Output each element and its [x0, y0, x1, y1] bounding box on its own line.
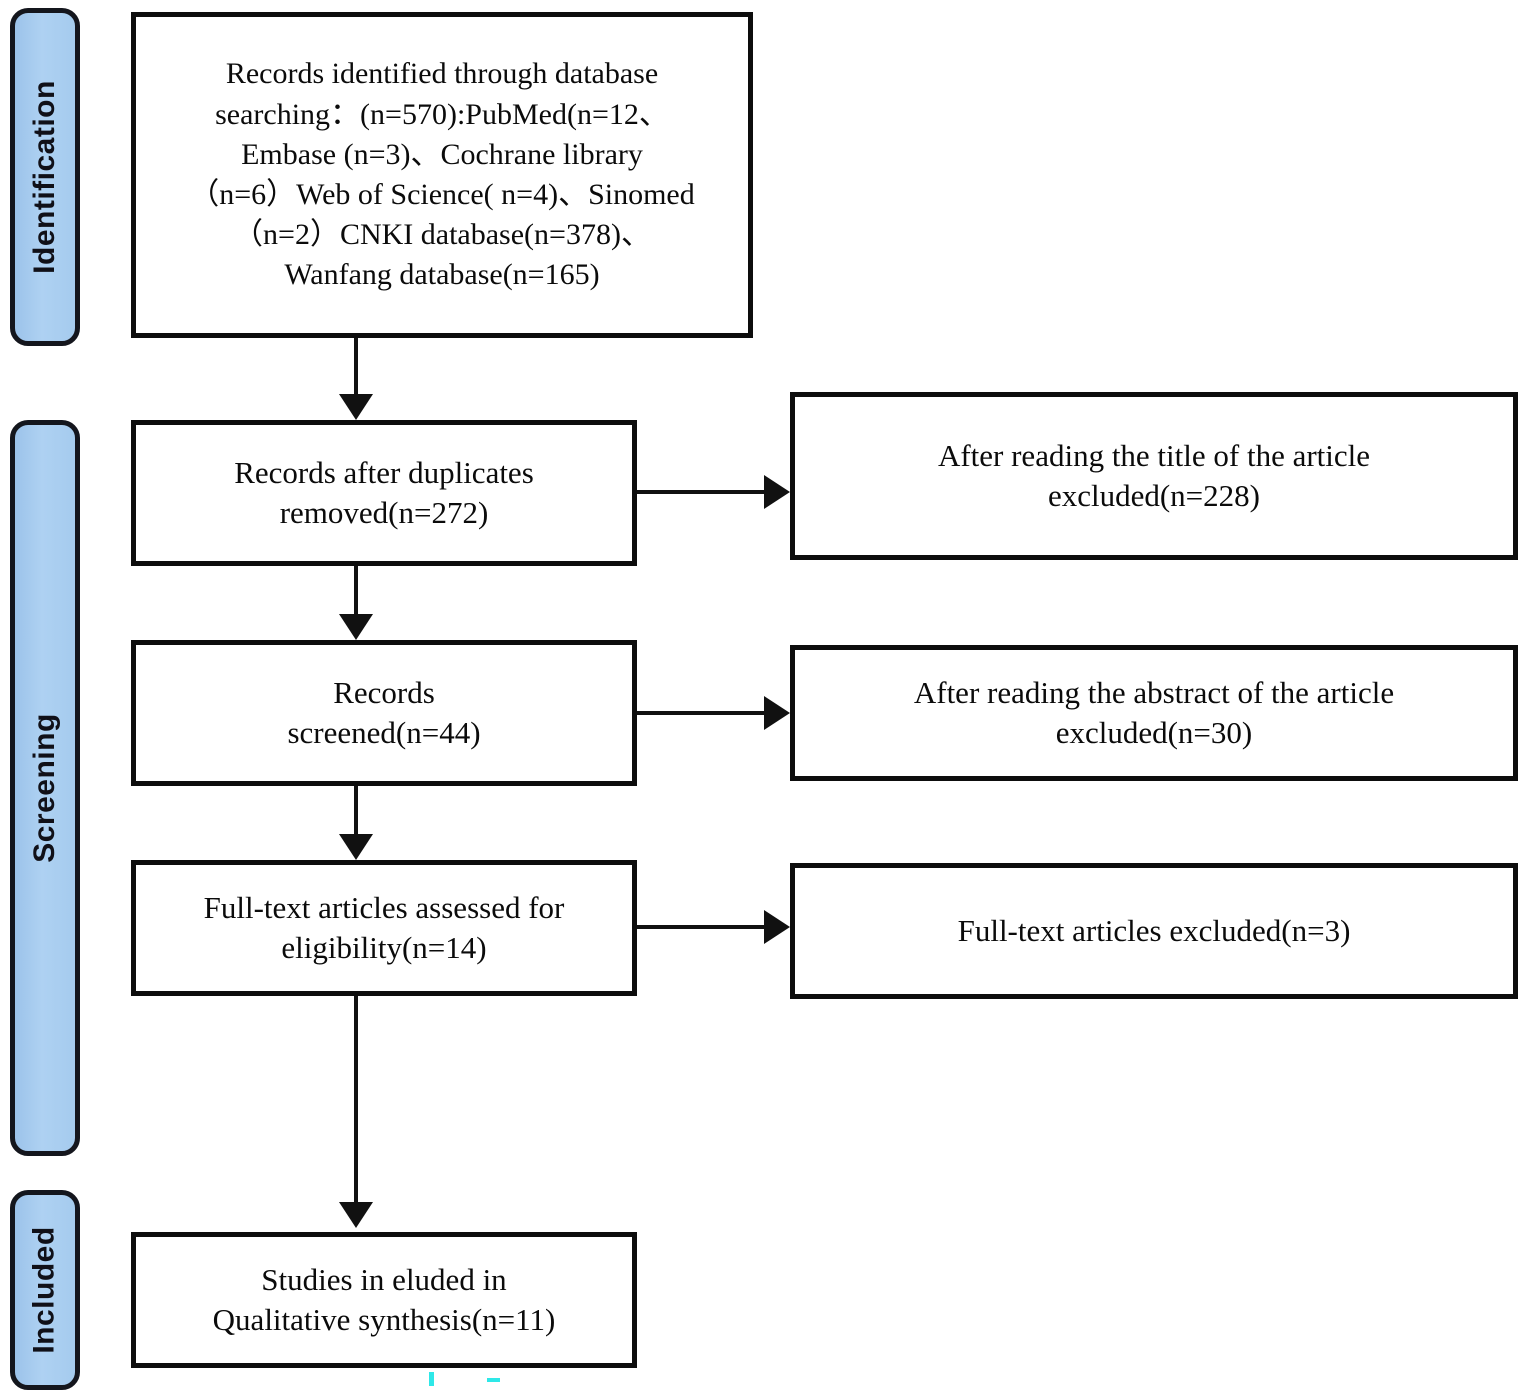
box-fulltext-assessed-for-eligibility-text: Full-text articles assessed for eligibil… [203, 889, 565, 965]
box-records-screened-text: Records screened(n=44) [287, 674, 481, 750]
box-records-screened: Records screened(n=44) [131, 640, 637, 786]
box-studies-included-qualitative-synthesis: Studies in eluded in Qualitative synthes… [131, 1232, 637, 1368]
box-fulltext-articles-excluded-text: Full-text articles excluded(n=3) [957, 912, 1351, 948]
connector-screened-to-excluded-abstract-line [637, 711, 770, 715]
stage-label-identification: Identification [28, 80, 62, 274]
connector-duplicates-to-screened-arrowhead [339, 614, 373, 640]
box-fulltext-assessed-for-eligibility: Full-text articles assessed for eligibil… [131, 860, 637, 996]
box-studies-included-qualitative-synthesis-text: Studies in eluded in Qualitative synthes… [212, 1261, 556, 1337]
connector-screened-to-fulltext-line [354, 786, 358, 842]
connector-identified-to-duplicates-arrowhead [339, 394, 373, 420]
connector-duplicates-to-excluded-title-arrowhead [764, 475, 790, 509]
connector-fulltext-to-excluded-arrowhead [764, 910, 790, 944]
connector-fulltext-to-excluded-line [637, 925, 770, 929]
stage-bar-identification: Identification [10, 8, 80, 346]
box-records-identified: Records identified through database sear… [131, 12, 753, 338]
box-records-after-duplicates-removed: Records after duplicates removed(n=272) [131, 420, 637, 566]
stage-label-included: Included [28, 1226, 61, 1354]
connector-screened-to-fulltext-arrowhead [339, 834, 373, 860]
scan-artifact-mark-2 [487, 1378, 500, 1382]
box-excluded-after-abstract-text: After reading the abstract of the articl… [913, 674, 1395, 750]
connector-screened-to-excluded-abstract-arrowhead [764, 696, 790, 730]
scan-artifact-mark-1 [429, 1372, 434, 1386]
box-excluded-after-abstract: After reading the abstract of the articl… [790, 645, 1518, 781]
connector-fulltext-to-included-line [354, 996, 358, 1208]
box-excluded-after-title-text: After reading the title of the article e… [937, 437, 1371, 513]
stage-bar-screening: Screening [10, 420, 80, 1156]
connector-duplicates-to-screened-line [354, 566, 358, 622]
connector-identified-to-duplicates-line [354, 338, 358, 400]
box-records-after-duplicates-removed-text: Records after duplicates removed(n=272) [234, 454, 534, 530]
connector-duplicates-to-excluded-title-line [637, 490, 770, 494]
stage-label-screening: Screening [28, 713, 61, 863]
box-records-identified-text: Records identified through database sear… [189, 57, 695, 292]
box-excluded-after-title: After reading the title of the article e… [790, 392, 1518, 560]
box-fulltext-articles-excluded: Full-text articles excluded(n=3) [790, 863, 1518, 999]
stage-bar-included: Included [10, 1190, 80, 1390]
connector-fulltext-to-included-arrowhead [339, 1202, 373, 1228]
